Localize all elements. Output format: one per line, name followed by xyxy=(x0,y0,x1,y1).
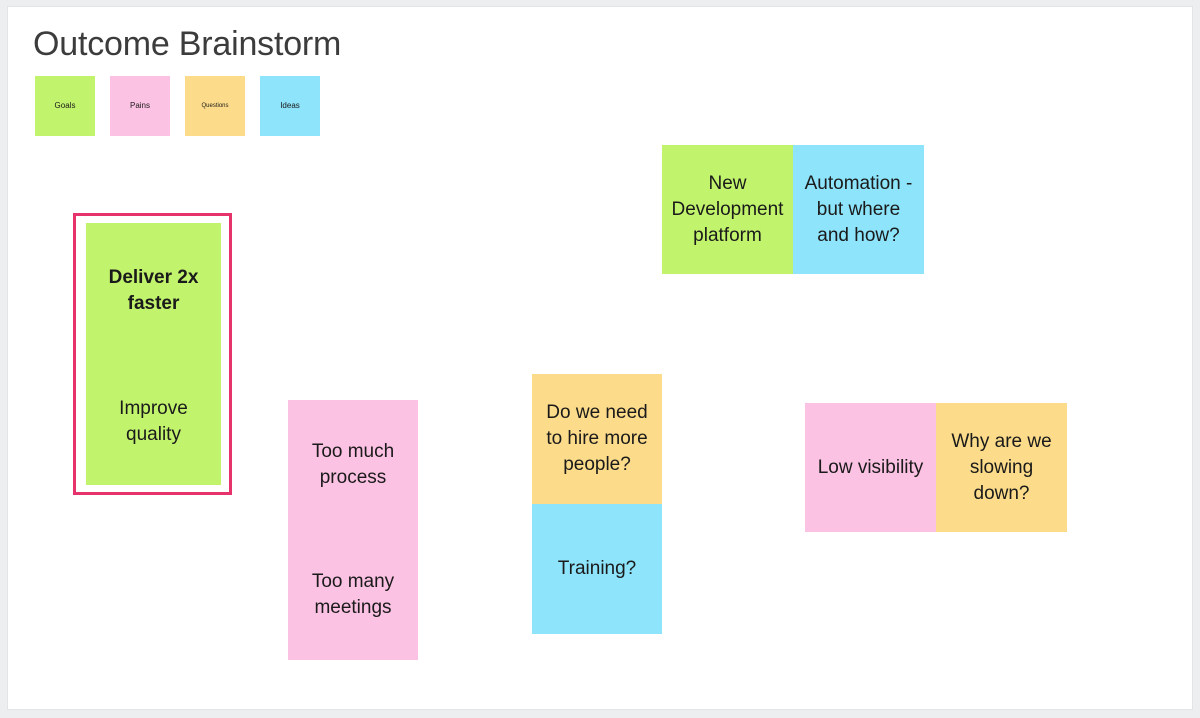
sticky-note-text: Automation - but where and how? xyxy=(804,172,913,246)
legend-sticky-pains[interactable]: Pains xyxy=(110,76,170,136)
sticky-note[interactable]: Do we need to hire more people? xyxy=(532,374,662,504)
sticky-note-text: Too much process xyxy=(311,441,395,488)
legend-sticky-label: Goals xyxy=(54,101,76,110)
cluster-visibility-cluster[interactable]: Low visibility Why are we slowing down? xyxy=(805,403,1067,532)
sticky-note[interactable]: Deliver 2x faster xyxy=(86,223,221,358)
sticky-note-text: Training? xyxy=(557,558,637,579)
legend-sticky-ideas[interactable]: Ideas xyxy=(260,76,320,136)
sticky-note-text: Do we need to hire more people? xyxy=(546,402,648,475)
sticky-note[interactable]: Low visibility xyxy=(805,403,936,532)
legend-sticky-questions[interactable]: Questions xyxy=(185,76,245,136)
legend-palette: Goals Pains Questions Ideas xyxy=(35,76,320,136)
legend-sticky-label: Ideas xyxy=(280,101,300,110)
sticky-note[interactable]: Automation - but where and how? xyxy=(793,145,924,274)
sticky-note[interactable]: Why are we slowing down? xyxy=(936,403,1067,532)
cluster-hiring-cluster[interactable]: Do we need to hire more people? Training? xyxy=(532,374,662,634)
sticky-note-text: Improve quality xyxy=(119,397,188,445)
sticky-note-text: Too many meetings xyxy=(311,571,395,618)
legend-sticky-goals[interactable]: Goals xyxy=(35,76,95,136)
page-title[interactable]: Outcome Brainstorm xyxy=(33,25,342,63)
legend-sticky-label: Pains xyxy=(129,101,150,110)
sticky-note-text: Why are we slowing down? xyxy=(951,430,1052,504)
sticky-note-text: Low visibility xyxy=(817,456,924,478)
board-canvas[interactable]: Outcome Brainstorm Goals Pains Questions Id… xyxy=(7,6,1193,710)
sticky-note-text: Deliver 2x faster xyxy=(108,266,199,314)
sticky-note[interactable]: Too much process xyxy=(288,400,418,530)
sticky-note[interactable]: Improve quality xyxy=(86,358,221,485)
sticky-note[interactable]: New Development platform xyxy=(662,145,793,274)
sticky-note[interactable]: Too many meetings xyxy=(288,530,418,660)
legend-sticky-label: Questions xyxy=(201,103,229,109)
sticky-note[interactable]: Training? xyxy=(532,504,662,634)
sticky-note-text: New Development platform xyxy=(671,172,784,246)
cluster-platform-cluster[interactable]: New Development platform Automation - but… xyxy=(662,145,924,274)
